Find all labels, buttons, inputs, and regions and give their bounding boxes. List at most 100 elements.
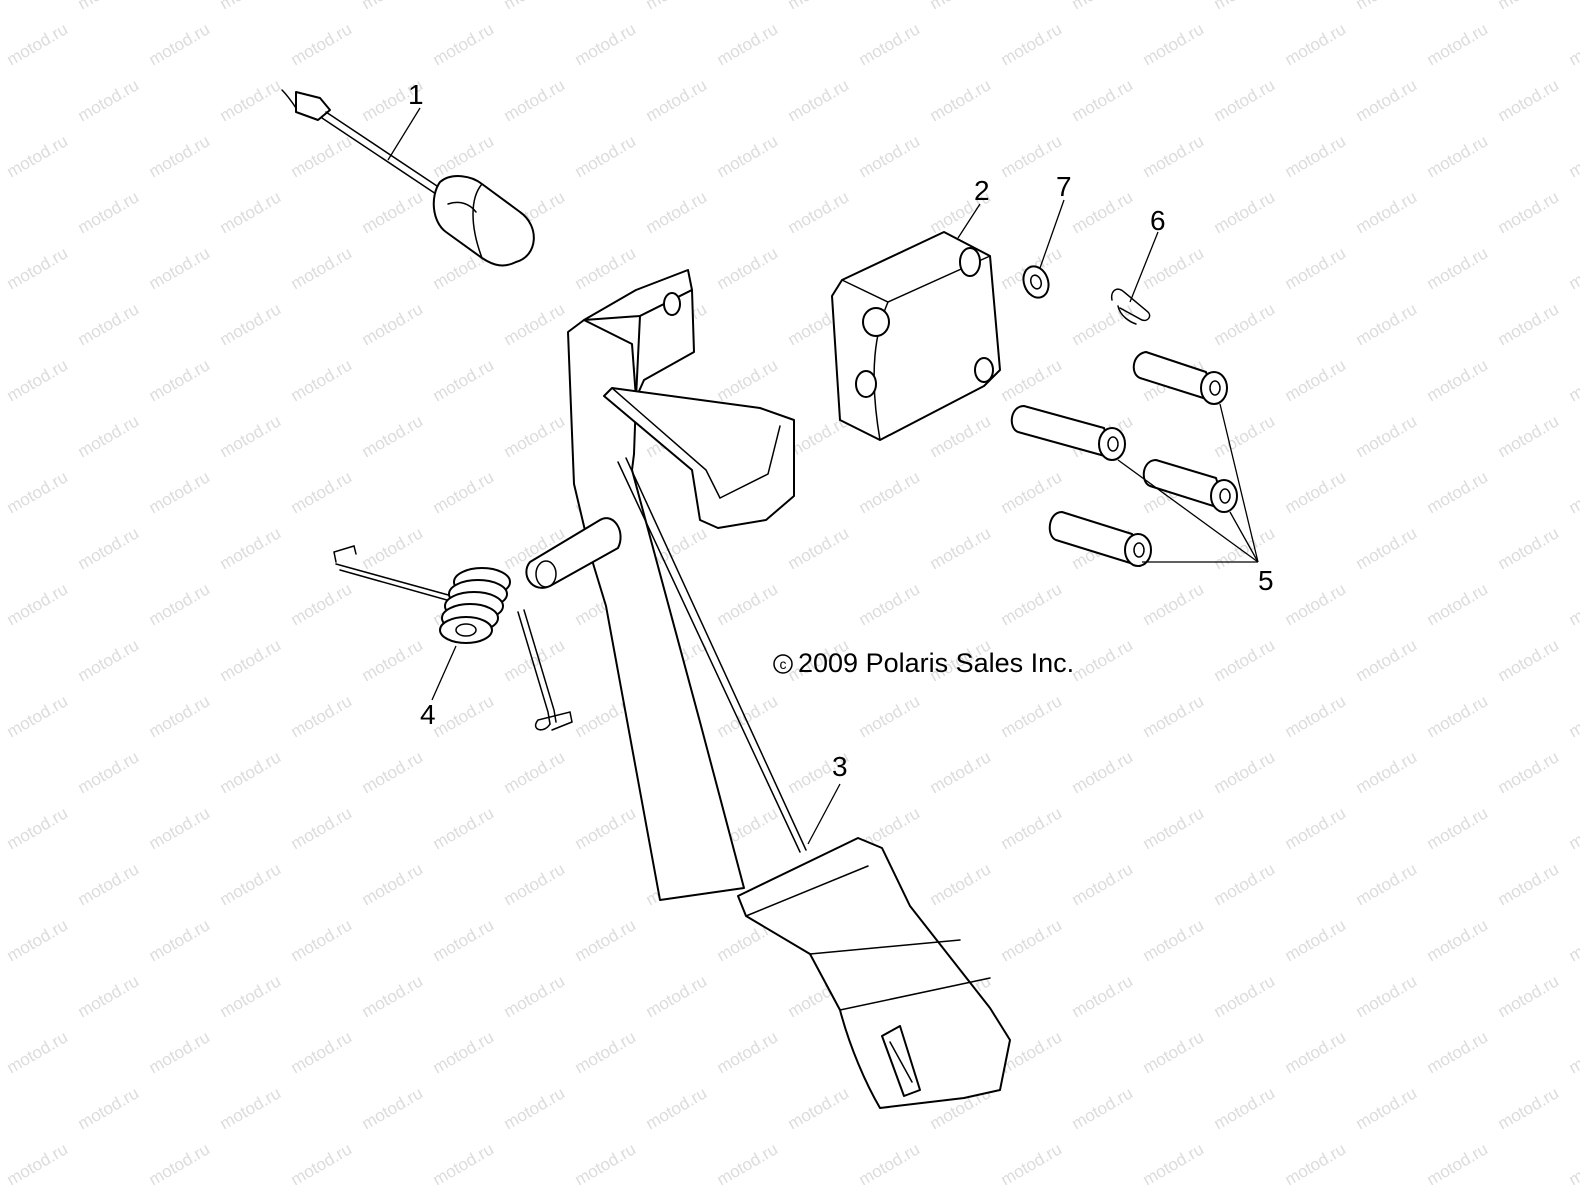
watermark-text: motod.ru <box>1140 1139 1208 1185</box>
watermark-text: motod.ru <box>217 971 285 1021</box>
watermark-text: motod.ru <box>4 803 72 853</box>
copyright-text: 2009 Polaris Sales Inc. <box>798 648 1074 678</box>
watermark-text: motod.ru <box>1069 1083 1137 1133</box>
watermark-text: motod.ru <box>359 747 427 797</box>
watermark-text: motod.ru <box>430 691 498 741</box>
watermark-text: motod.ru <box>1566 803 1580 853</box>
watermark-text: motod.ru <box>856 691 924 741</box>
watermark-text: motod.ru <box>572 19 640 69</box>
watermark-text: motod.ru <box>430 915 498 965</box>
watermark-text: motod.ru <box>1140 19 1208 69</box>
watermark-text: motod.ru <box>146 579 214 629</box>
watermark-text: motod.ru <box>1140 691 1208 741</box>
callout-4: 4 <box>420 699 436 730</box>
watermark-text: motod.ru <box>1424 579 1492 629</box>
watermark-text: motod.ru <box>1353 0 1421 13</box>
watermark-text: motod.ru <box>288 131 356 181</box>
watermark-text: motod.ru <box>1211 635 1279 685</box>
watermark-text: motod.ru <box>714 691 782 741</box>
watermark-text: motod.ru <box>288 1027 356 1077</box>
watermark-text: motod.ru <box>146 467 214 517</box>
watermark-text: motod.ru <box>217 635 285 685</box>
watermark-text: motod.ru <box>501 0 569 13</box>
watermark-text: motod.ru <box>998 803 1066 853</box>
watermark-text: motod.ru <box>643 1083 711 1133</box>
watermark-text: motod.ru <box>856 579 924 629</box>
watermark-text: motod.ru <box>1566 243 1580 293</box>
watermark-text: motod.ru <box>1566 691 1580 741</box>
watermark-text: motod.ru <box>288 691 356 741</box>
watermark-text: motod.ru <box>1140 803 1208 853</box>
watermark-text: motod.ru <box>1353 747 1421 797</box>
part-5-bolts <box>1010 351 1238 567</box>
watermark-text: motod.ru <box>217 75 285 125</box>
watermark-text: motod.ru <box>1495 75 1563 125</box>
watermark-text: motod.ru <box>217 859 285 909</box>
watermark-text: motod.ru <box>927 523 995 573</box>
watermark-text: motod.ru <box>785 187 853 237</box>
watermark-text: motod.ru <box>75 299 143 349</box>
watermark-text: motod.ru <box>4 355 72 405</box>
watermark-text: motod.ru <box>75 1083 143 1133</box>
watermark-text: motod.ru <box>430 1139 498 1185</box>
watermark-text: motod.ru <box>1424 19 1492 69</box>
watermark-text: motod.ru <box>359 523 427 573</box>
watermark-text: motod.ru <box>1566 915 1580 965</box>
watermark-text: motod.ru <box>1353 411 1421 461</box>
bolt-3 <box>1142 459 1238 513</box>
watermark-text: motod.ru <box>1566 1139 1580 1185</box>
leader-lines <box>387 107 1259 845</box>
watermark-text: motod.ru <box>430 803 498 853</box>
watermark-text: motod.ru <box>1353 75 1421 125</box>
watermark-text: motod.ru <box>856 1139 924 1185</box>
callout-5: 5 <box>1258 565 1274 596</box>
part-1-sensor <box>281 89 535 267</box>
watermark-text: motod.ru <box>714 355 782 405</box>
watermark-text: motod.ru <box>1282 467 1350 517</box>
watermark-text: motod.ru <box>288 467 356 517</box>
watermark-text: motod.ru <box>1424 131 1492 181</box>
watermark-text: motod.ru <box>714 579 782 629</box>
watermark-text: motod.ru <box>785 1083 853 1133</box>
watermark-text: motod.ru <box>75 411 143 461</box>
copyright-symbol-ring <box>773 654 793 674</box>
watermark-text: motod.ru <box>146 19 214 69</box>
watermark-text: motod.ru <box>217 0 285 13</box>
watermark-text: motod.ru <box>572 1139 640 1185</box>
watermark-text: motod.ru <box>501 75 569 125</box>
watermark-text: motod.ru <box>1282 915 1350 965</box>
watermark-text: motod.ru <box>1353 859 1421 909</box>
watermark-text: motod.ru <box>1424 467 1492 517</box>
watermark-text: motod.ru <box>288 803 356 853</box>
watermark-text: motod.ru <box>146 131 214 181</box>
bolt-1 <box>1132 351 1228 405</box>
watermark-text: motod.ru <box>146 355 214 405</box>
watermark-text: motod.ru <box>1211 859 1279 909</box>
watermark-text: motod.ru <box>714 1027 782 1077</box>
watermark-text: motod.ru <box>1069 75 1137 125</box>
watermark-text: motod.ru <box>1566 355 1580 405</box>
part-6-clip <box>1110 288 1151 325</box>
watermark-text: motod.ru <box>501 971 569 1021</box>
watermark-text: motod.ru <box>217 187 285 237</box>
part-3-pedal-arm <box>525 269 1011 1109</box>
watermark-text: motod.ru <box>1495 971 1563 1021</box>
watermark-text: motod.ru <box>1424 691 1492 741</box>
watermark-text: motod.ru <box>501 411 569 461</box>
watermark-text: motod.ru <box>1495 747 1563 797</box>
watermark-text: motod.ru <box>1282 1139 1350 1185</box>
watermark-text: motod.ru <box>1140 915 1208 965</box>
watermark-text: motod.ru <box>430 467 498 517</box>
watermark-text: motod.ru <box>998 131 1066 181</box>
watermark-text: motod.ru <box>146 1027 214 1077</box>
watermark-text: motod.ru <box>927 747 995 797</box>
watermark-text: motod.ru <box>359 411 427 461</box>
watermark-text: motod.ru <box>146 243 214 293</box>
watermark-text: motod.ru <box>1353 1083 1421 1133</box>
watermark-text: motod.ru <box>75 75 143 125</box>
watermark-text: motod.ru <box>714 243 782 293</box>
callout-6: 6 <box>1150 205 1166 236</box>
copyright-notice: c 2009 Polaris Sales Inc. <box>773 648 1074 678</box>
watermark-text: motod.ru <box>146 691 214 741</box>
